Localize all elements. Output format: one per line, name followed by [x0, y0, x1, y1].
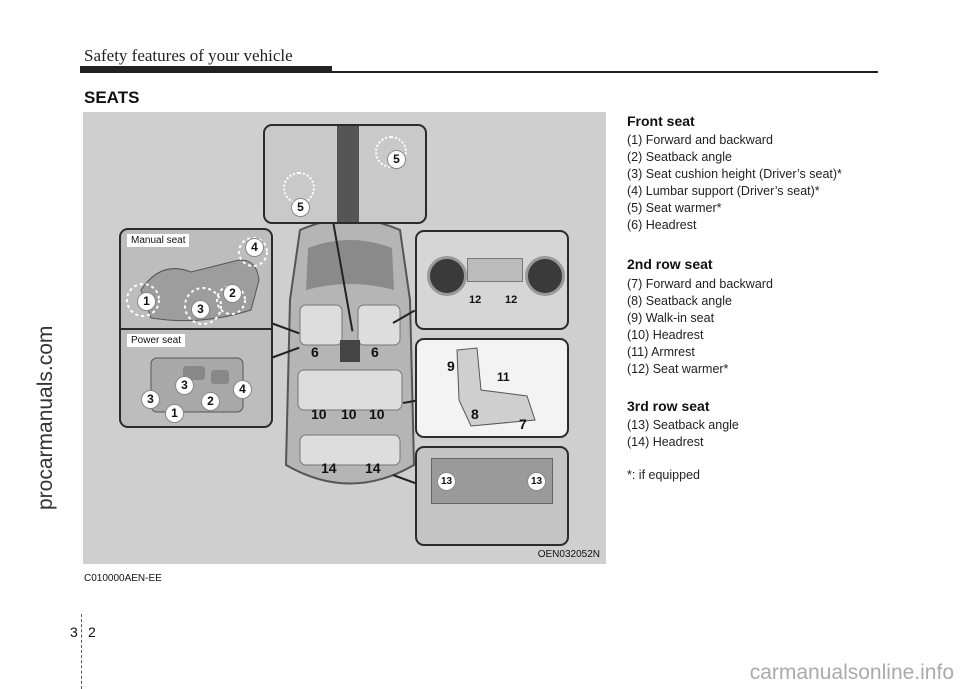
document-code: C010000AEN-EE — [84, 573, 162, 584]
front-seat-item: (1) Forward and backward — [627, 133, 773, 147]
callout-8: 8 — [471, 406, 479, 422]
callout-13-right: 13 — [527, 472, 546, 491]
second-row-item: (11) Armrest — [627, 345, 695, 359]
front-seat-item: (2) Seatback angle — [627, 150, 732, 164]
callout-6-left: 6 — [311, 344, 319, 360]
seats-illustration: 6 6 10 10 10 14 14 5 5 Manual seat 1 2 3… — [83, 112, 606, 564]
callout-6-right: 6 — [371, 344, 379, 360]
callout-13-left: 13 — [437, 472, 456, 491]
warmer-knob-left — [427, 256, 467, 296]
callout-4-power: 4 — [233, 380, 252, 399]
header-rule — [80, 71, 878, 73]
running-header: Safety features of your vehicle — [84, 46, 293, 65]
second-row-item: (8) Seatback angle — [627, 294, 732, 308]
gear-shifter — [337, 126, 359, 222]
callout-2-manual: 2 — [223, 284, 242, 303]
third-row-panel: 13 13 — [415, 446, 569, 546]
vent-unit — [467, 258, 523, 282]
callout-3-power-b: 3 — [175, 376, 194, 395]
callout-1-power: 1 — [165, 404, 184, 423]
callout-5-right: 5 — [387, 150, 406, 169]
callout-10-a: 10 — [311, 406, 327, 422]
second-row-seat-drawing — [456, 347, 536, 427]
front-seat-panel: Manual seat 1 2 3 4 Power seat 3 3 2 4 1 — [119, 228, 273, 428]
callout-9: 9 — [447, 358, 455, 374]
second-row-heading: 2nd row seat — [627, 256, 713, 272]
third-row-item: (13) Seatback angle — [627, 418, 739, 432]
callout-14-left: 14 — [321, 460, 337, 476]
second-row-item: (7) Forward and backward — [627, 277, 773, 291]
rear-warmer-panel: 12 12 — [415, 230, 569, 330]
callout-3-power-a: 3 — [141, 390, 160, 409]
warmer-knob-right — [525, 256, 565, 296]
front-seat-item: (4) Lumbar support (Driver’s seat)* — [627, 184, 820, 198]
callout-12-left: 12 — [469, 294, 482, 306]
front-seat-item: (6) Headrest — [627, 218, 697, 232]
page-number-divider — [81, 614, 83, 689]
front-seat-item: (3) Seat cushion height (Driver’s seat)* — [627, 167, 842, 181]
third-row-item: (14) Headrest — [627, 435, 704, 449]
vehicle-top-view — [284, 218, 416, 485]
second-row-item: (9) Walk-in seat — [627, 311, 715, 325]
second-row-item: (10) Headrest — [627, 328, 704, 342]
front-seat-item: (5) Seat warmer* — [627, 201, 722, 215]
chapter-number: 3 — [70, 624, 78, 640]
figure-code: OEN032052N — [537, 549, 600, 560]
callout-7: 7 — [519, 416, 527, 432]
callout-4-manual: 4 — [245, 238, 264, 257]
manual-seat-drawing — [126, 237, 268, 325]
power-seat-drawing — [150, 357, 244, 413]
manual-seat-label: Manual seat — [127, 234, 190, 247]
second-row-seat-panel: 9 11 8 7 — [415, 338, 569, 438]
callout-12-right: 12 — [505, 294, 518, 306]
section-title: SEATS — [84, 88, 140, 107]
header-rule-thick — [80, 66, 332, 71]
console-panel: 5 5 — [263, 124, 427, 224]
second-row-item: (12) Seat warmer* — [627, 362, 729, 376]
third-row-heading: 3rd row seat — [627, 398, 710, 414]
callout-14-right: 14 — [365, 460, 381, 476]
callout-10-b: 10 — [341, 406, 357, 422]
power-seat-label: Power seat — [127, 334, 186, 347]
page-number: 2 — [88, 624, 96, 640]
footnote: *: if equipped — [627, 468, 700, 482]
panel-divider — [121, 328, 271, 330]
callout-3-manual: 3 — [191, 300, 210, 319]
footer-watermark: carmanualsonline.info — [749, 661, 954, 684]
callout-11: 11 — [497, 370, 510, 384]
callout-2-power: 2 — [201, 392, 220, 411]
callout-10-c: 10 — [369, 406, 385, 422]
callout-1-manual: 1 — [137, 292, 156, 311]
front-seat-heading: Front seat — [627, 113, 695, 129]
side-watermark: procarmanuals.com — [34, 325, 57, 510]
callout-5-left: 5 — [291, 198, 310, 217]
